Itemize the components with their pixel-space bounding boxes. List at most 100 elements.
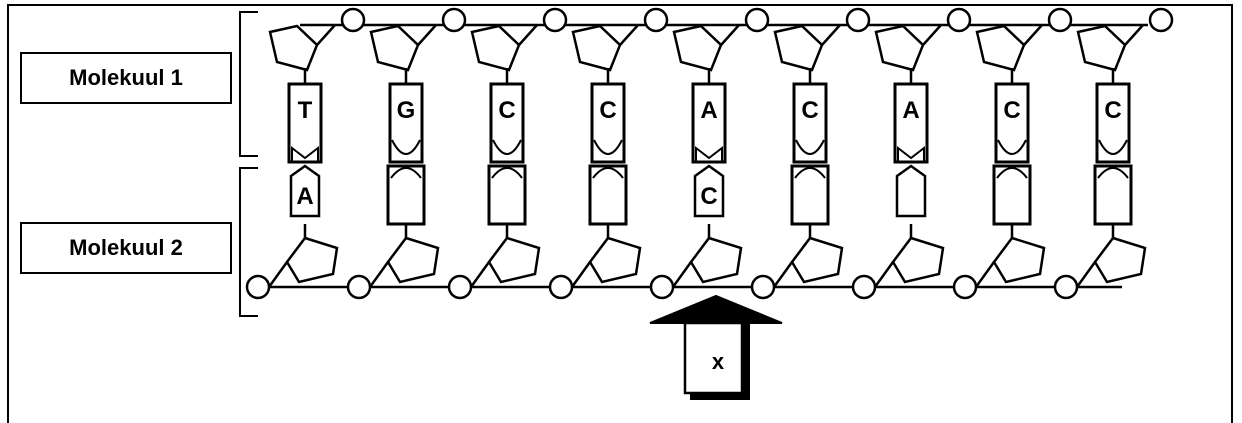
- arrow-x-label: x: [712, 349, 725, 374]
- top-base-letter: T: [298, 97, 313, 124]
- bottom-phosphate: [649, 274, 675, 300]
- top-base: [388, 82, 424, 164]
- top-sugar: [874, 24, 925, 72]
- bottom-base-round: [592, 167, 624, 179]
- top-sugar-phosphate-bond: [1023, 24, 1043, 46]
- nucleotide-pair-8: C: [974, 24, 1046, 288]
- bottom-sugar-phosphate-bond: [469, 261, 491, 288]
- top-sugar-phosphate-bond: [619, 24, 639, 46]
- top-base: [489, 82, 525, 164]
- bottom-sugar: [386, 236, 440, 284]
- molecule-1-label-text: Molekuul 1: [69, 65, 183, 90]
- top-base-round: [593, 139, 623, 155]
- bottom-sugar-phosphate-bond: [267, 261, 289, 288]
- top-sugar: [672, 24, 723, 72]
- top-base-letter: G: [397, 97, 416, 124]
- bottom-sugar-phosphate-bond: [873, 261, 895, 288]
- top-phosphate: [845, 7, 871, 33]
- arrow-x: x: [649, 294, 783, 400]
- bottom-sugar: [285, 236, 339, 284]
- top-phosphate: [744, 7, 770, 33]
- bottom-phosphate: [346, 274, 372, 300]
- nucleotide-pair-9: C: [1075, 24, 1147, 288]
- bottom-base-round: [794, 167, 826, 179]
- bottom-phosphate: [447, 274, 473, 300]
- top-base-chevron: [695, 145, 723, 162]
- top-sugar-phosphate-bond: [417, 24, 437, 46]
- nucleotide-pair-1: TA: [267, 24, 339, 288]
- bottom-sugar: [588, 236, 642, 284]
- top-base-letter: A: [700, 97, 717, 124]
- bottom-sugar: [1093, 236, 1147, 284]
- bottom-sugar: [790, 236, 844, 284]
- bottom-base: [289, 164, 321, 218]
- top-phosphate: [441, 7, 467, 33]
- bottom-sugar-phosphate-bond: [671, 261, 693, 288]
- top-base: [1095, 82, 1131, 164]
- bottom-phosphate: [245, 274, 271, 300]
- molecule-1-bracket: [239, 11, 258, 157]
- bottom-sugar-phosphate-bond: [368, 261, 390, 288]
- top-base-letter: C: [1003, 97, 1020, 124]
- arrow-x-head: [649, 294, 783, 324]
- top-base-round: [795, 139, 825, 155]
- bottom-base-letter: C: [700, 183, 717, 210]
- top-base: [994, 82, 1030, 164]
- bottom-sugar-phosphate-bond: [974, 261, 996, 288]
- bottom-sugar: [891, 236, 945, 284]
- top-sugar: [975, 24, 1026, 72]
- bottom-phosphate: [952, 274, 978, 300]
- top-sugar-phosphate-bond: [922, 24, 942, 46]
- bottom-sugar: [487, 236, 541, 284]
- top-sugar-phosphate-bond: [821, 24, 841, 46]
- arrow-x-body: [683, 321, 744, 395]
- nucleotide-pair-2: G: [368, 24, 440, 288]
- top-sugar-phosphate-bond: [316, 24, 336, 46]
- top-sugar: [268, 24, 319, 72]
- top-phosphate: [340, 7, 366, 33]
- bottom-phosphates: [245, 274, 1079, 300]
- bottom-phosphate: [1053, 274, 1079, 300]
- top-phosphate: [643, 7, 669, 33]
- bottom-sugar-phosphate-bond: [570, 261, 592, 288]
- nucleotide-pair-6: C: [772, 24, 844, 288]
- molecule-2-label-text: Molekuul 2: [69, 235, 183, 260]
- nucleotide-pair-3: C: [469, 24, 541, 288]
- bottom-sugar-phosphate-bond: [1075, 261, 1097, 288]
- bottom-phosphate: [851, 274, 877, 300]
- molecule-1-label: Molekuul 1: [20, 52, 232, 104]
- top-base-letter: C: [599, 97, 616, 124]
- arrow-x-shadow-bottom: [690, 392, 750, 400]
- top-sugar: [470, 24, 521, 72]
- top-base-chevron: [897, 145, 925, 162]
- top-base-round: [1098, 139, 1128, 155]
- top-base-round: [997, 139, 1027, 155]
- bottom-sugar: [689, 236, 743, 284]
- bottom-base-round: [491, 167, 523, 179]
- arrow-x-shadow-right: [740, 323, 750, 400]
- bottom-sugar-phosphate-bond: [772, 261, 794, 288]
- nucleotide-pair-5: AC: [671, 24, 743, 288]
- bottom-base-round: [996, 167, 1028, 179]
- top-phosphates: [340, 7, 1174, 33]
- bottom-base-round: [390, 167, 422, 179]
- top-sugar: [1076, 24, 1127, 72]
- top-sugar-phosphate-bond: [720, 24, 740, 46]
- bottom-base-letter: A: [296, 183, 313, 210]
- bottom-phosphate: [548, 274, 574, 300]
- bottom-base: [693, 164, 725, 218]
- nucleotide-pair-7: A: [873, 24, 945, 288]
- top-base: [590, 82, 626, 164]
- top-base-round: [391, 139, 421, 155]
- top-base: [792, 82, 828, 164]
- bottom-base-round: [1097, 167, 1129, 179]
- top-base-chevron: [291, 145, 319, 162]
- top-phosphate: [946, 7, 972, 33]
- nucleotide-pair-4: C: [570, 24, 642, 288]
- figure-frame: [7, 4, 1233, 423]
- molecule-2-label: Molekuul 2: [20, 222, 232, 274]
- top-phosphate: [542, 7, 568, 33]
